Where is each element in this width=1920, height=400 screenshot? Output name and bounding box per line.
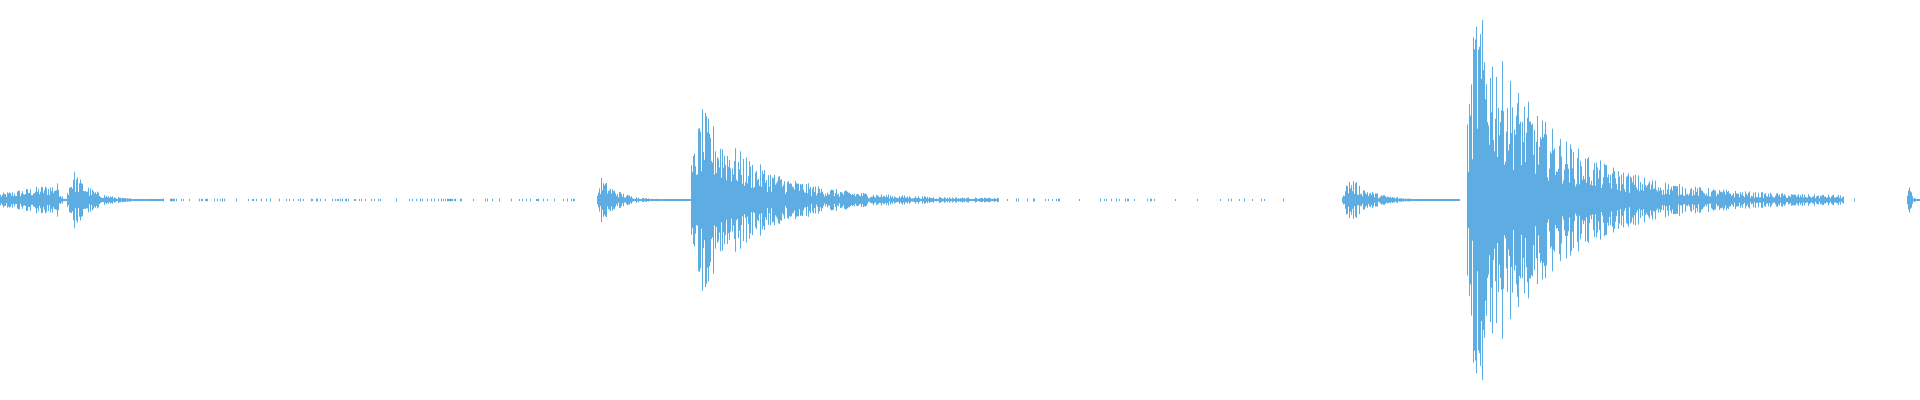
waveform-samples (0, 19, 1920, 381)
